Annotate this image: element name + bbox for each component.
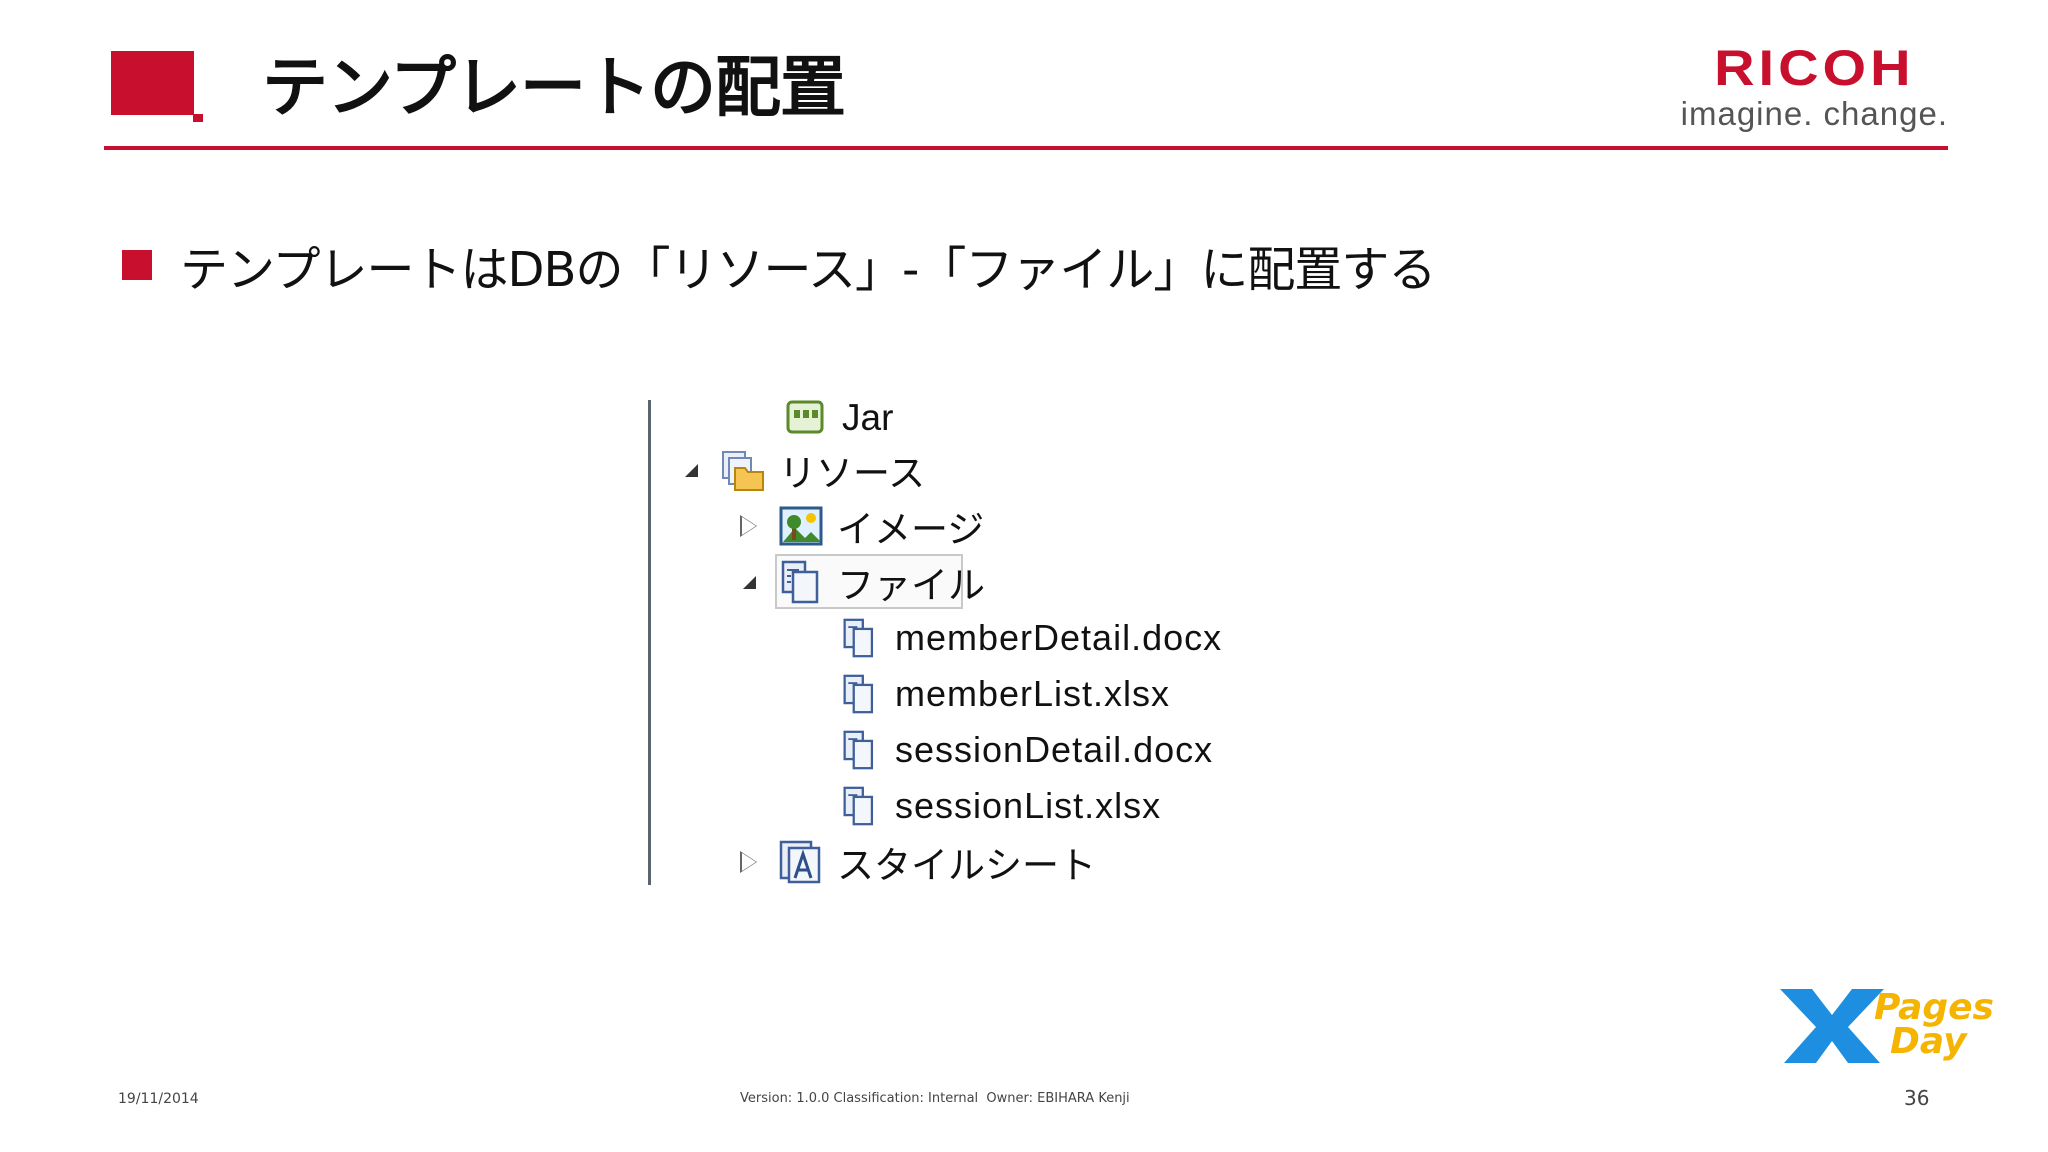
file-icon (843, 618, 874, 658)
designer-resource-tree: Jar リソース イメージ ファイル (648, 400, 1311, 885)
bullet-text: テンプレートはDBの「リソース」-「ファイル」に配置する (180, 242, 1436, 298)
tree-node-label: スタイルシート (837, 845, 1096, 885)
file-icon (843, 730, 874, 770)
x-mark-icon (1780, 989, 1884, 1063)
image-icon (779, 506, 823, 546)
tree-node-label: sessionDetail.docx (895, 729, 1214, 770)
tree-node-label: memberDetail.docx (895, 617, 1223, 658)
footer-document-info: Version: 1.0.0 Classification: Internal … (740, 1091, 1130, 1106)
collapse-toggle-icon[interactable] (739, 851, 759, 873)
tree-node-resources[interactable]: リソース (681, 444, 925, 496)
stylesheet-icon (779, 840, 821, 884)
brand-name: RICOH (1714, 39, 1915, 96)
page-number: 36 (1904, 1086, 1930, 1110)
tree-node-files[interactable]: ファイル (739, 556, 985, 608)
tree-node-images[interactable]: イメージ (739, 500, 984, 552)
tree-node-file[interactable]: memberDetail.docx (841, 612, 1222, 664)
brand-tagline: imagine. change. (1680, 95, 1948, 132)
tree-node-label: リソース (779, 453, 926, 494)
tree-node-file[interactable]: memberList.xlsx (841, 668, 1170, 720)
slide-title: テンプレートの配置 (262, 49, 846, 126)
tree-node-stylesheets[interactable]: スタイルシート (739, 836, 1096, 885)
tree-node-label: sessionList.xlsx (895, 785, 1162, 826)
collapse-toggle-icon[interactable] (739, 515, 759, 537)
bullet-item: テンプレートはDBの「リソース」-「ファイル」に配置する (122, 230, 1436, 300)
expand-toggle-icon[interactable] (681, 460, 701, 480)
resources-folder-icon (722, 451, 764, 491)
tree-node-label: memberList.xlsx (895, 673, 1171, 714)
xpages-day-logo: Pages Day (1780, 985, 1995, 1065)
logo-text-day: Day (1890, 1021, 1967, 1062)
tree-node-label: ファイル (837, 565, 985, 606)
tree-node-label: イメージ (837, 509, 985, 550)
footer-date: 19/11/2014 (118, 1091, 199, 1107)
expand-toggle-icon[interactable] (739, 572, 759, 592)
files-icon (781, 560, 819, 604)
tree-node-file[interactable]: sessionDetail.docx (841, 724, 1213, 776)
jar-icon (786, 400, 824, 434)
file-icon (843, 786, 874, 826)
tree-node-file[interactable]: sessionList.xlsx (841, 780, 1161, 832)
tree-node-jar[interactable]: Jar (784, 400, 893, 444)
bullet-square-icon (122, 250, 152, 280)
logo-text-pages: Pages (1874, 987, 1994, 1028)
ricoh-logo: RICOH imagine. change. (1681, 40, 1948, 132)
header-divider (104, 146, 1948, 150)
tree-node-label: Jar (842, 400, 894, 438)
file-icon (843, 674, 874, 714)
title-accent-square (111, 51, 203, 122)
